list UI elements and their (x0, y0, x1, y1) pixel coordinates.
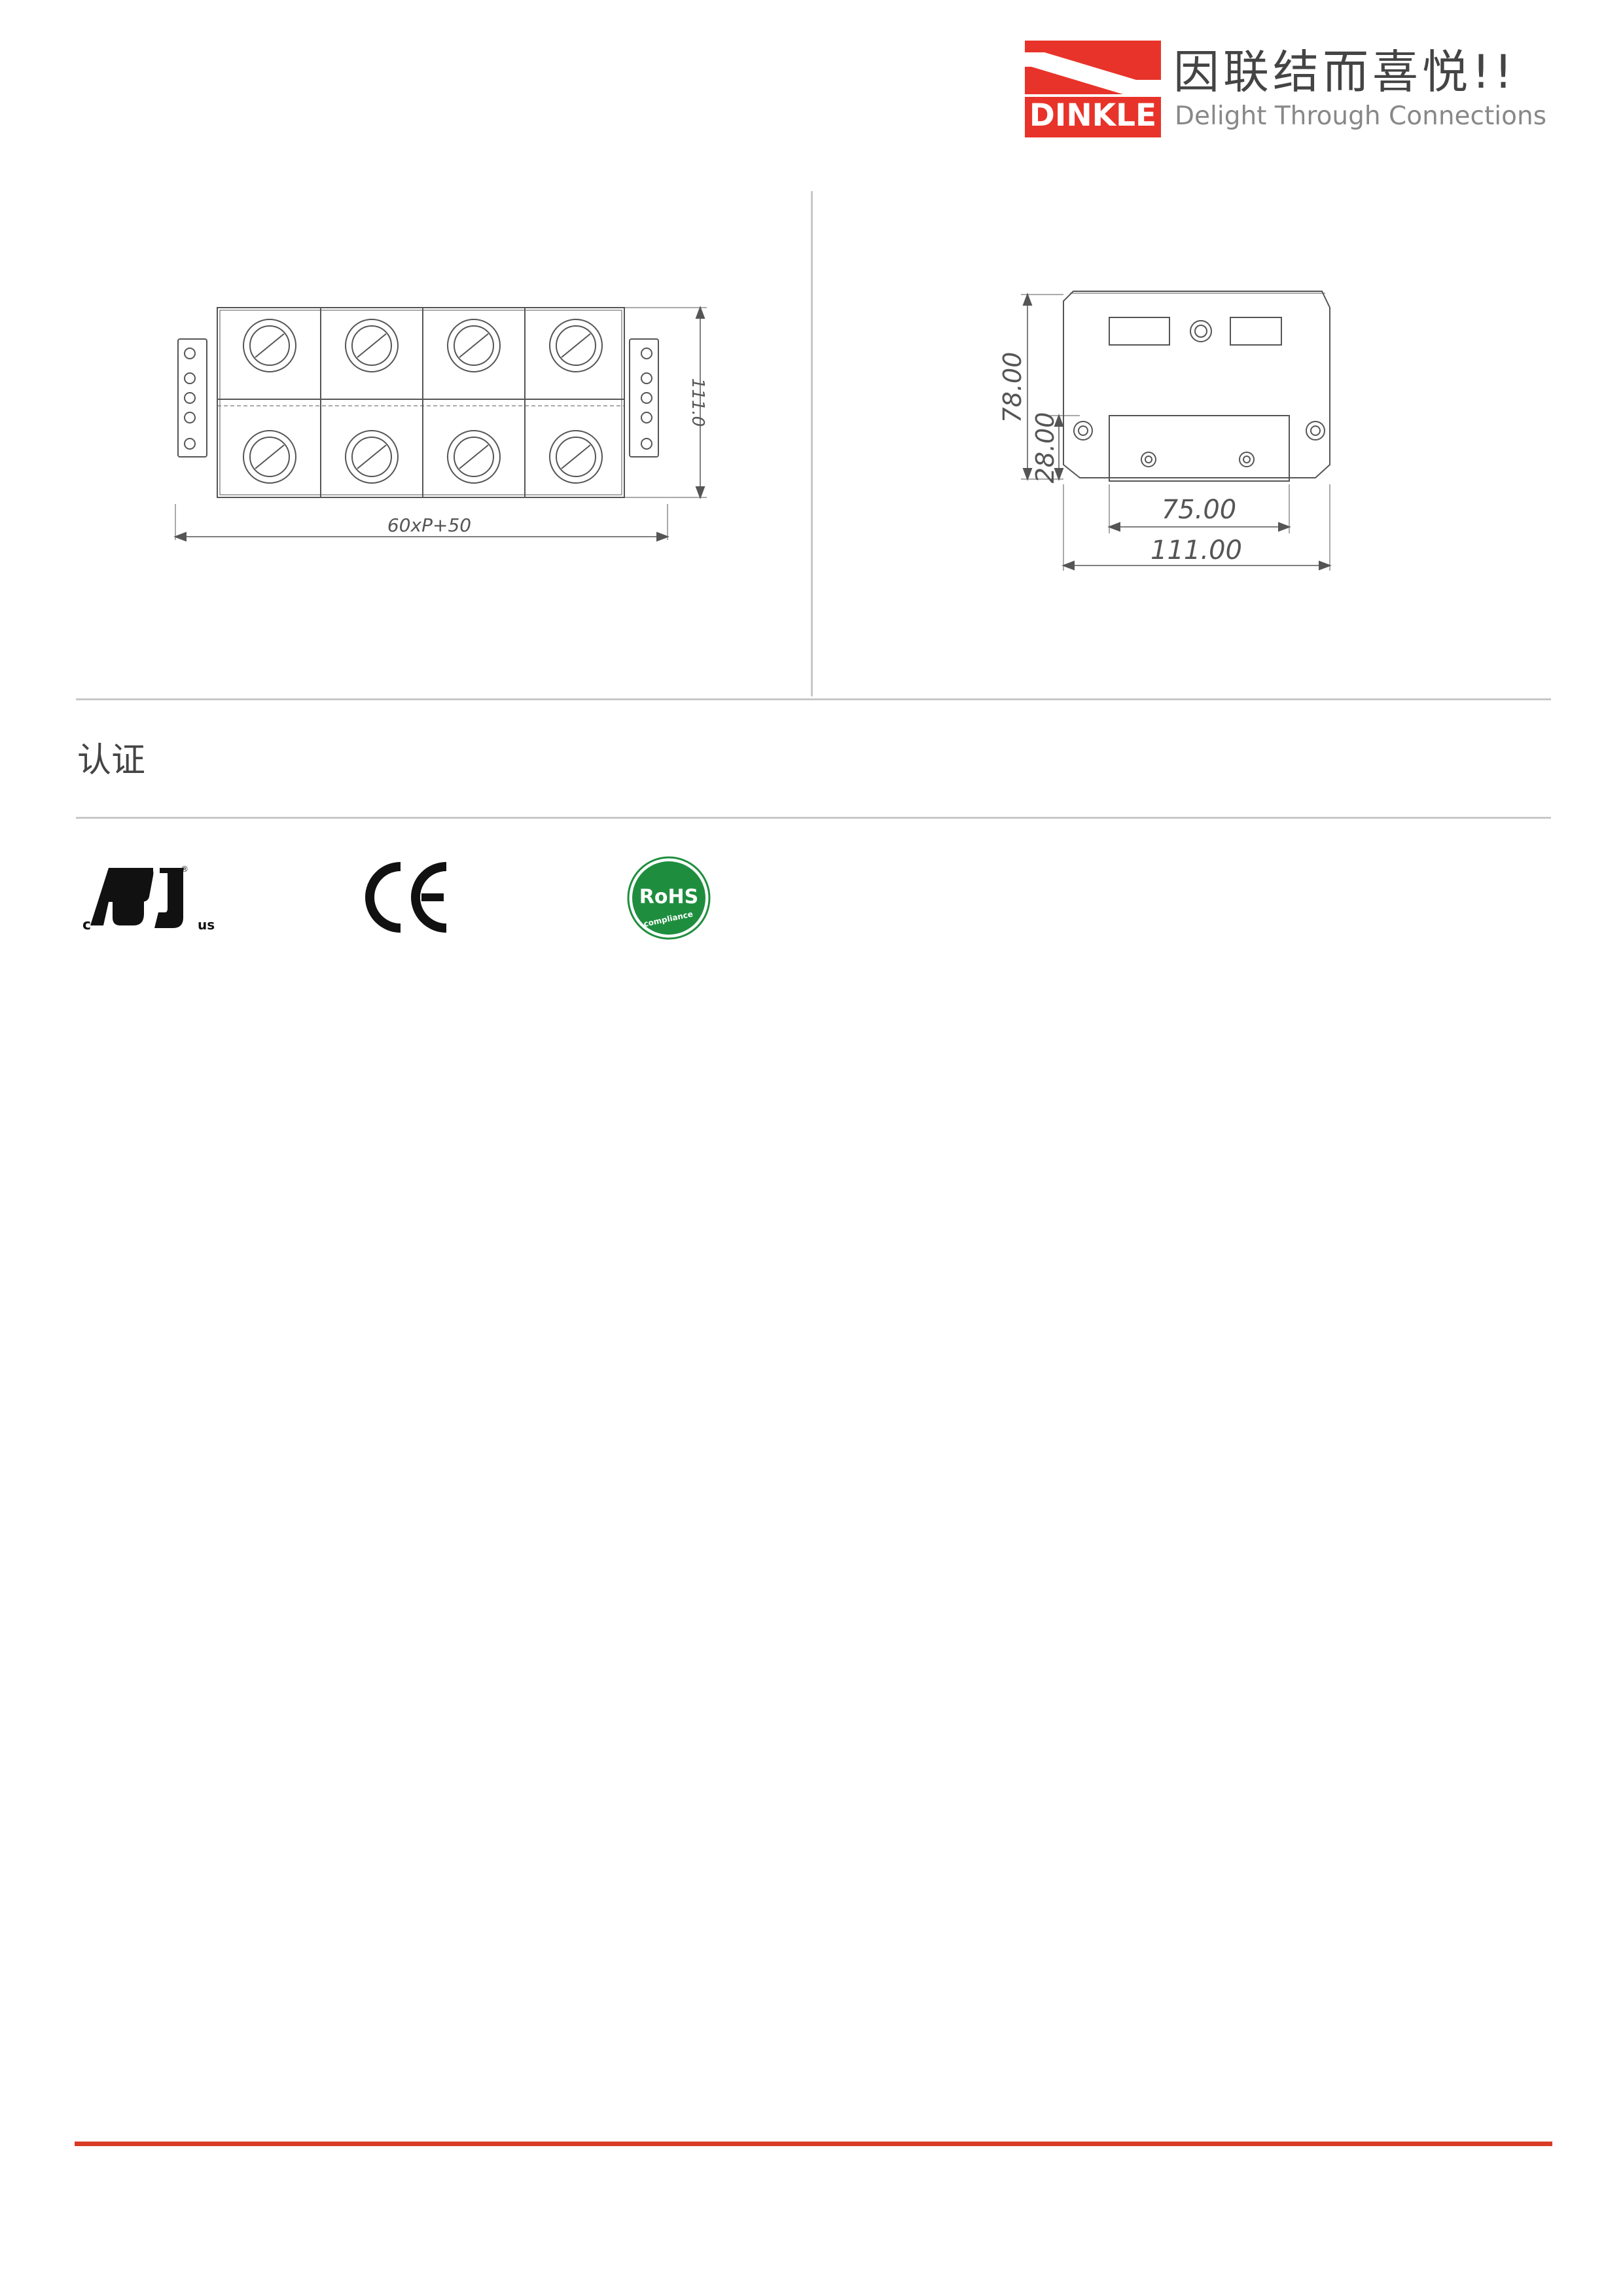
slogan-english: Delight Through Connections (1175, 101, 1547, 131)
slogan-chinese: 因联结而喜悦!! (1173, 45, 1517, 99)
section-divider-top (76, 698, 1551, 700)
ce-mark-icon (365, 862, 447, 933)
ul-us-mark: us (198, 917, 215, 933)
side-width-inner-label: 75.00 (1162, 495, 1237, 525)
front-view-drawing: 111.0 60xP+50 (173, 306, 707, 542)
ul-listed-icon: c us ® (82, 865, 215, 933)
ul-registered-mark: ® (181, 865, 188, 874)
side-width-total-label: 111.00 (1150, 535, 1242, 565)
left-mounting-plate (177, 338, 207, 457)
dinkle-logo-icon: DINKLE (1025, 41, 1161, 137)
footer-rule (75, 2142, 1552, 2146)
terminal-screws-bottom (243, 430, 603, 484)
certification-title: 认证 (77, 741, 146, 780)
brand-logo: DINKLE 因联结而喜悦!! Delight Through Connecti… (1025, 41, 1548, 145)
side-height-lower-label: 28.00 (1031, 412, 1060, 484)
terminal-screws-top (243, 319, 603, 372)
brand-name: DINKLE (1029, 98, 1156, 134)
rohs-label: RoHS (639, 886, 698, 908)
side-height-total-label: 78.00 (998, 352, 1027, 423)
front-width-label: 60xP+50 (387, 514, 471, 536)
right-mounting-plate (629, 338, 659, 457)
ul-c-mark: c (82, 917, 91, 933)
rohs-compliance-icon: RoHS compliance (627, 856, 711, 940)
front-height-label: 111.0 (688, 378, 707, 427)
section-divider-cert (76, 817, 1551, 819)
drawing-divider (811, 191, 813, 696)
side-view-drawing: 78.00 28.00 75.00 111.00 (998, 291, 1332, 571)
